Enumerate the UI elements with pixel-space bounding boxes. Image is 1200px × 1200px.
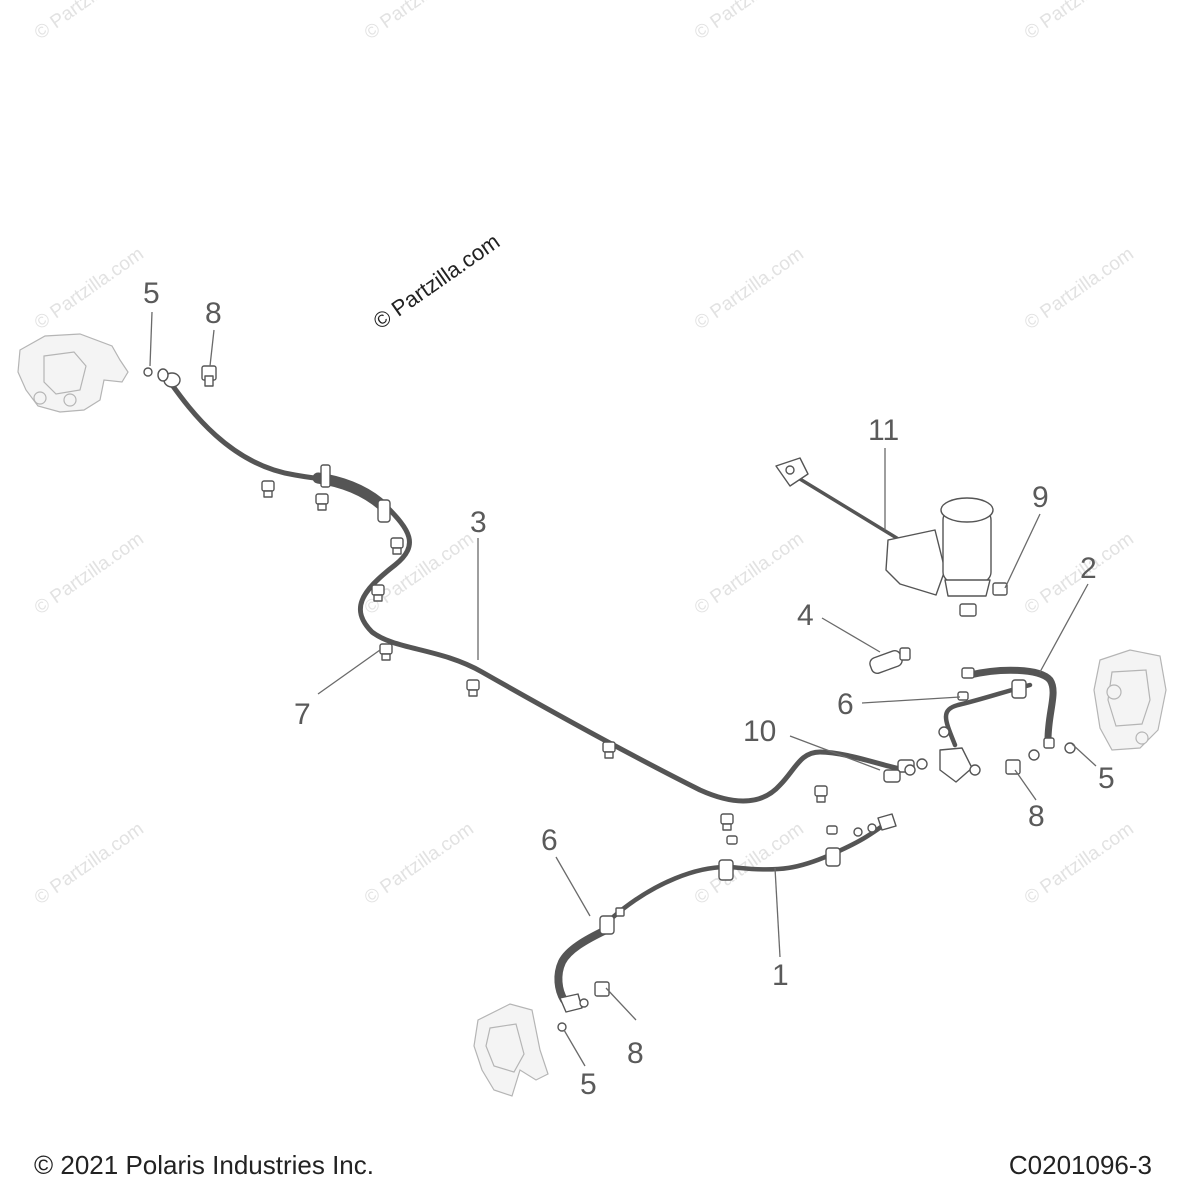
- brake-line-3: [157, 368, 915, 804]
- fitting-4: [869, 647, 911, 674]
- callout-5-top-left: 5: [143, 277, 160, 310]
- brake-line-1: [554, 813, 897, 1032]
- callout-8-bottom: 8: [627, 1037, 644, 1070]
- callout-8-right: 8: [1028, 800, 1045, 833]
- callout-4: 4: [797, 599, 814, 632]
- master-cylinder: [775, 457, 1008, 617]
- callout-5-right: 5: [1098, 762, 1115, 795]
- left-caliper: [17, 333, 129, 413]
- callout-9: 9: [1032, 481, 1049, 514]
- watermark-tile: © Partzilla.com: [691, 528, 808, 619]
- callout-3: 3: [470, 506, 487, 539]
- brake-hose-2: [939, 666, 1057, 783]
- leader-lines: [149, 311, 1097, 1067]
- callout-5-bottom: 5: [580, 1068, 597, 1101]
- right-caliper: [1093, 649, 1167, 751]
- callout-7: 7: [294, 698, 311, 731]
- watermark-tile: © Partzilla.com: [361, 818, 478, 909]
- watermark-tile: © Partzilla.com: [31, 0, 148, 44]
- bottom-caliper: [473, 1003, 549, 1097]
- watermark-tile: © Partzilla.com: [31, 243, 148, 334]
- watermark-tile: © Partzilla.com: [691, 243, 808, 334]
- watermark-tile: © Partzilla.com: [31, 818, 148, 909]
- callout-6-bottom: 6: [541, 824, 558, 857]
- callout-2: 2: [1080, 552, 1097, 585]
- main-watermark: © Partzilla.com: [369, 229, 505, 335]
- watermark-tile: © Partzilla.com: [361, 528, 478, 619]
- drawing-code: C0201096-3: [1008, 1150, 1152, 1180]
- watermark-tile: © Partzilla.com: [691, 0, 808, 44]
- watermark-tile: © Partzilla.com: [361, 0, 478, 44]
- washer-left: [143, 367, 153, 377]
- callout-6-right: 6: [837, 688, 854, 721]
- callout-10: 10: [743, 715, 776, 748]
- right-washers: [883, 691, 1076, 783]
- copyright-text: © 2021 Polaris Industries Inc.: [34, 1150, 374, 1180]
- banjo-bolt-left: [201, 365, 217, 387]
- line-clips: [261, 480, 838, 845]
- callout-1: 1: [772, 959, 789, 992]
- callout-8-top-left: 8: [205, 297, 222, 330]
- watermark-tile: © Partzilla.com: [31, 528, 148, 619]
- callouts: 5 8 3 7 11 9 2 4 6 10 5 8 6 1 8 5: [143, 277, 1115, 1101]
- watermark-tile: © Partzilla.com: [1021, 0, 1138, 44]
- callout-11: 11: [868, 414, 899, 447]
- watermark-tile: © Partzilla.com: [691, 818, 808, 909]
- watermark-tile: © Partzilla.com: [1021, 243, 1138, 334]
